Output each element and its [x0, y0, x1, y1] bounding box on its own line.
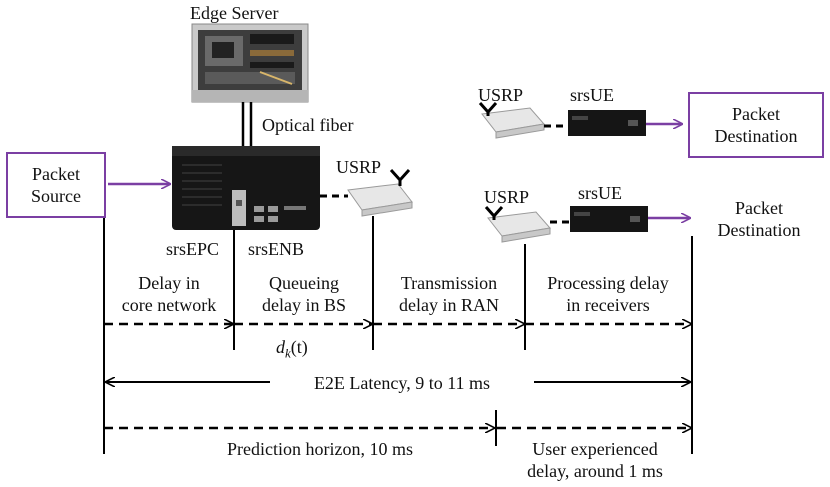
ue-group-2	[484, 206, 690, 243]
edge-server-image	[191, 23, 309, 103]
edge-server-label: Edge Server	[190, 3, 279, 23]
timeline-verticals	[103, 216, 693, 454]
bs-computer-image	[172, 146, 320, 230]
usrp-ue2-label: USRP	[484, 187, 530, 207]
queue-delay-symbol-text: dk(t)	[276, 337, 308, 361]
core-delay-line2: core network	[121, 295, 217, 315]
user-delay-line1: User experienced	[532, 439, 658, 459]
usrp-ue1-label: USRP	[478, 85, 524, 105]
packet-destination-box-2: Packet Destination	[694, 186, 824, 252]
packet-destination-1-line2: Destination	[714, 126, 798, 146]
packet-destination-1-line1: Packet	[732, 104, 780, 124]
transmission-delay-line2: delay in RAN	[399, 295, 499, 315]
queue-delay-line2: delay in BS	[262, 295, 346, 315]
srsepc-label: srsEPC	[166, 239, 220, 259]
core-delay-label: Delay in core network	[104, 272, 234, 316]
prediction-horizon-label: Prediction horizon, 10 ms	[227, 439, 413, 459]
processing-delay-line1: Processing delay	[547, 273, 669, 293]
packet-source-line1: Packet	[32, 164, 80, 184]
packet-destination-2-line2: Destination	[717, 220, 801, 240]
usrp-bs-device	[320, 168, 413, 217]
e2e-latency-label: E2E Latency, 9 to 11 ms	[313, 373, 491, 393]
packet-destination-box-1: Packet Destination	[688, 92, 824, 158]
packet-source-line2: Source	[31, 186, 81, 206]
ue-group-1	[478, 102, 682, 139]
segment-arrows	[104, 324, 691, 428]
core-delay-line1: Delay in	[138, 273, 200, 293]
queue-delay-label: Queueing delay in BS	[234, 272, 374, 316]
user-delay-line2: delay, around 1 ms	[527, 461, 663, 481]
queue-delay-line1: Queueing	[269, 273, 339, 293]
transmission-delay-line1: Transmission	[400, 273, 498, 293]
optical-fiber-label: Optical fiber	[262, 115, 354, 135]
srsue2-label: srsUE	[578, 183, 622, 203]
queue-delay-symbol: dk(t)	[276, 336, 308, 365]
srsenb-label: srsENB	[248, 239, 305, 259]
transmission-delay-label: Transmission delay in RAN	[373, 272, 525, 316]
usrp-bs-label: USRP	[336, 157, 382, 177]
processing-delay-line2: in receivers	[566, 295, 650, 315]
srsue1-label: srsUE	[570, 85, 614, 105]
optical-fiber-link	[241, 102, 253, 146]
user-experienced-delay-label: User experienced delay, around 1 ms	[500, 438, 690, 482]
processing-delay-label: Processing delay in receivers	[525, 272, 691, 316]
packet-source-box: Packet Source	[6, 152, 106, 218]
packet-destination-2-line1: Packet	[735, 198, 783, 218]
